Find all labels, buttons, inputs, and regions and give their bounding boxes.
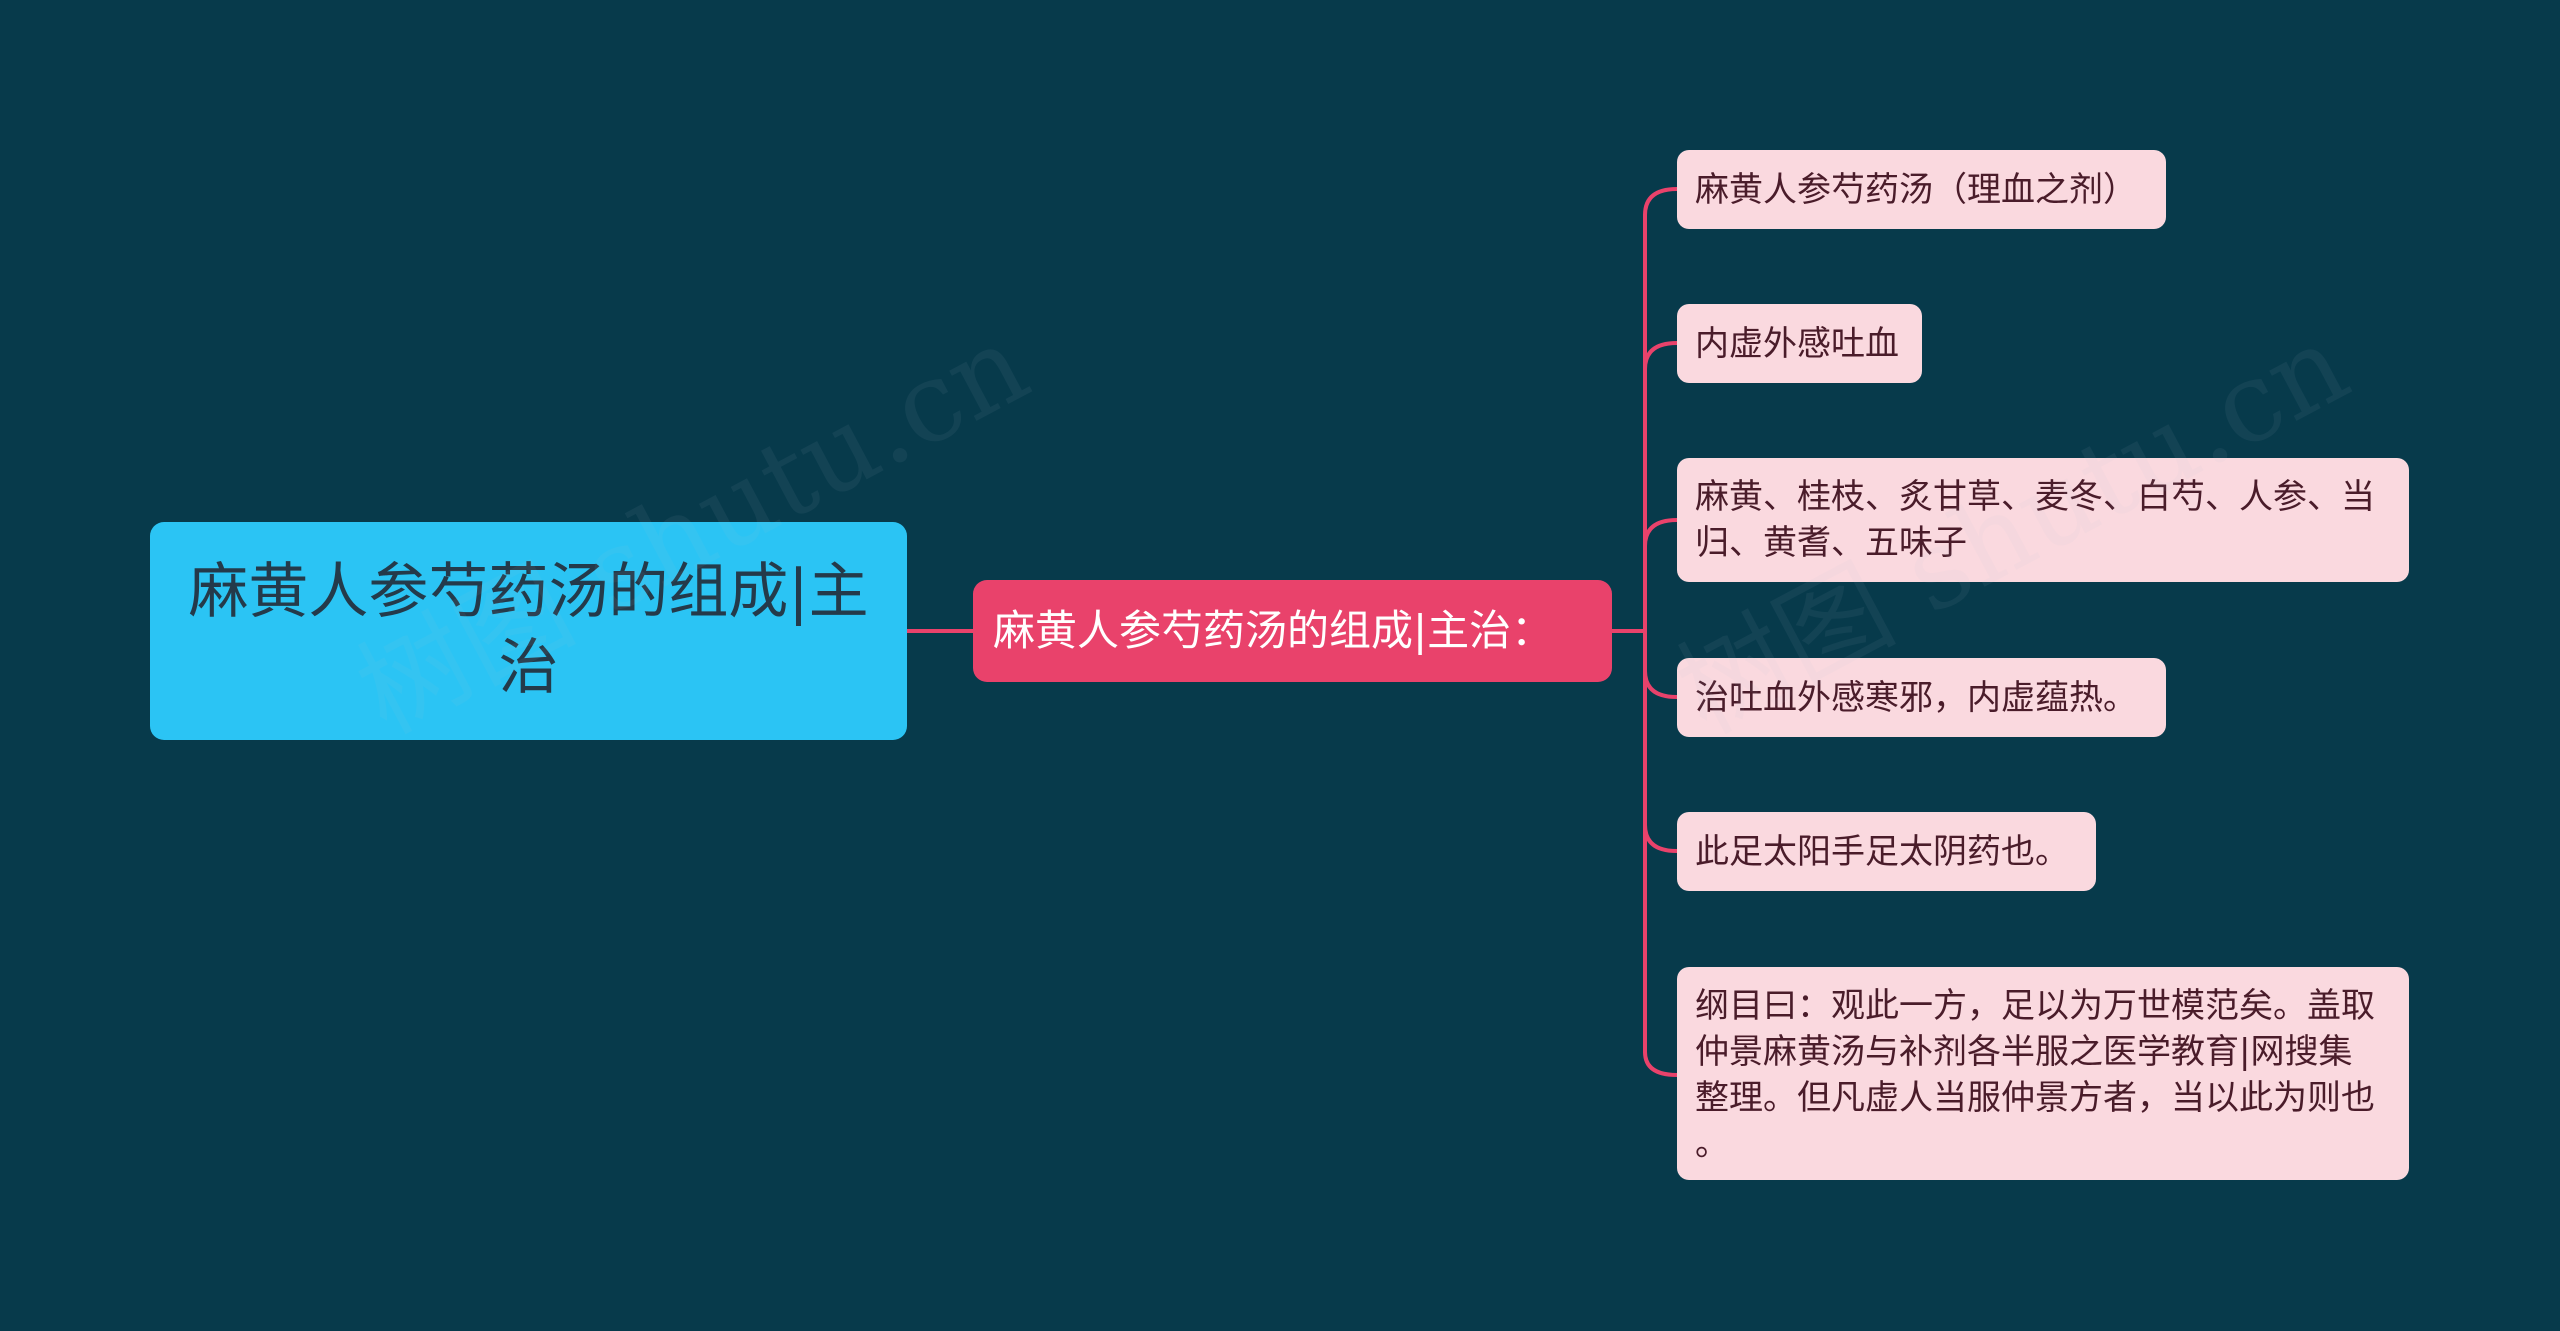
subtopic-node[interactable]: 麻黄人参芍药汤的组成|主治： [973, 580, 1612, 682]
root-topic-node[interactable]: 麻黄人参芍药汤的组成|主 治 [150, 522, 907, 740]
leaf-node-text-line-2: 仲景麻黄汤与补剂各半服之医学教育|网搜集 [1695, 1032, 2353, 1072]
leaf-node-text-line-1: 麻黄、桂枝、炙甘草、麦冬、白芍、人参、当 [1695, 477, 2375, 517]
leaf-node-meridians[interactable]: 此足太阳手足太阴药也。 [1677, 812, 2096, 891]
leaf-node-commentary[interactable]: 纲目曰：观此一方，足以为万世模范矣。盖取 仲景麻黄汤与补剂各半服之医学教育|网搜… [1677, 967, 2409, 1180]
subtopic-label: 麻黄人参芍药汤的组成|主治： [993, 606, 1554, 655]
root-topic-line-2: 治 [498, 633, 559, 703]
leaf-node-treatment[interactable]: 治吐血外感寒邪，内虚蕴热。 [1677, 658, 2166, 737]
branch-connector-5 [1643, 1050, 1679, 1077]
leaf-node-indication[interactable]: 内虚外感吐血 [1677, 304, 1922, 383]
branch-connector-1 [1643, 341, 1679, 371]
leaf-node-text-line-4: 。 [1695, 1124, 1729, 1164]
leaf-node-text: 内虚外感吐血 [1695, 323, 1899, 364]
branch-connector-0 [1643, 187, 1679, 217]
leaf-node-text-line-1: 纲目曰：观此一方，足以为万世模范矣。盖取 [1695, 986, 2375, 1026]
leaf-node-text-line-2: 归、黄耆、五味子 [1695, 523, 1967, 563]
leaf-node-formula-name[interactable]: 麻黄人参芍药汤（理血之剂） [1677, 150, 2166, 229]
branch-connector-4 [1643, 823, 1679, 853]
leaf-node-text-line-3: 整理。但凡虚人当服仲景方者，当以此为则也 [1695, 1078, 2375, 1118]
branch-connector-3 [1643, 669, 1679, 699]
branch-connector-2 [1643, 518, 1679, 548]
leaf-node-ingredients[interactable]: 麻黄、桂枝、炙甘草、麦冬、白芍、人参、当 归、黄耆、五味子 [1677, 458, 2409, 582]
leaf-node-text: 麻黄人参芍药汤（理血之剂） [1695, 169, 2137, 210]
root-topic-line-1: 麻黄人参芍药汤的组成|主 [188, 557, 869, 627]
leaf-node-text: 此足太阳手足太阴药也。 [1695, 831, 2069, 872]
leaf-node-text: 治吐血外感寒邪，内虚蕴热。 [1695, 677, 2137, 718]
